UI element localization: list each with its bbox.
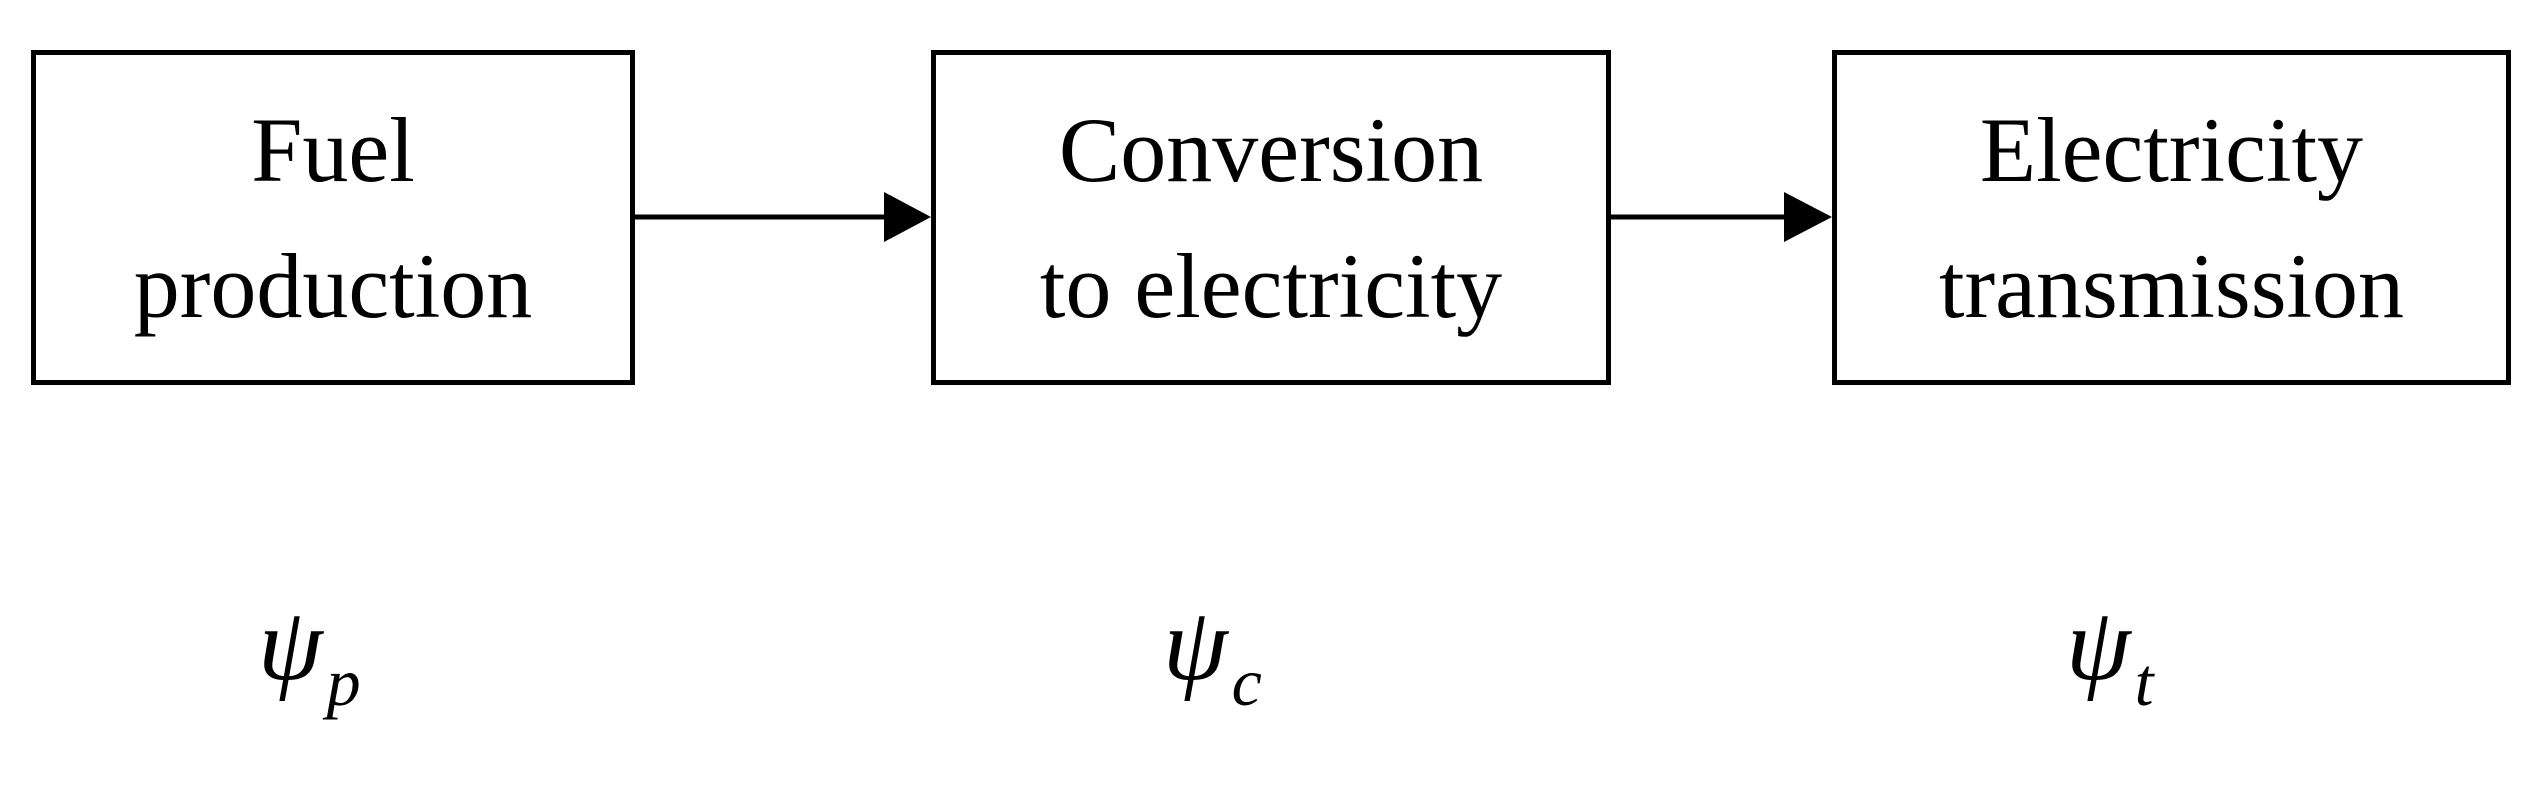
psi-subscript: p [326, 644, 361, 720]
psi-glyph: ψ [2066, 587, 2131, 702]
conversion-to-electricity-box: Conversion to electricity [931, 50, 1611, 385]
box-label-line: Conversion [1058, 98, 1484, 201]
psi-glyph: ψ [258, 587, 323, 702]
psi-subscript: t [2134, 644, 2154, 720]
psi-p-symbol: ψp [258, 587, 361, 721]
box-label-line: production [133, 234, 533, 337]
arrow-fuel-to-conversion [635, 192, 931, 242]
psi-subscript: c [1231, 644, 1262, 720]
box-label-line: Fuel [251, 98, 415, 201]
psi-glyph: ψ [1163, 587, 1228, 702]
fuel-production-box: Fuel production [31, 50, 635, 385]
arrow-conversion-to-transmission [1611, 192, 1832, 242]
box-label-line: transmission [1938, 234, 2405, 337]
psi-t-symbol: ψt [2066, 587, 2154, 721]
box-label-line: to electricity [1039, 234, 1503, 337]
electricity-transmission-box: Electricity transmission [1832, 50, 2511, 385]
psi-c-symbol: ψc [1163, 587, 1262, 721]
box-label-line: Electricity [1979, 98, 2364, 201]
